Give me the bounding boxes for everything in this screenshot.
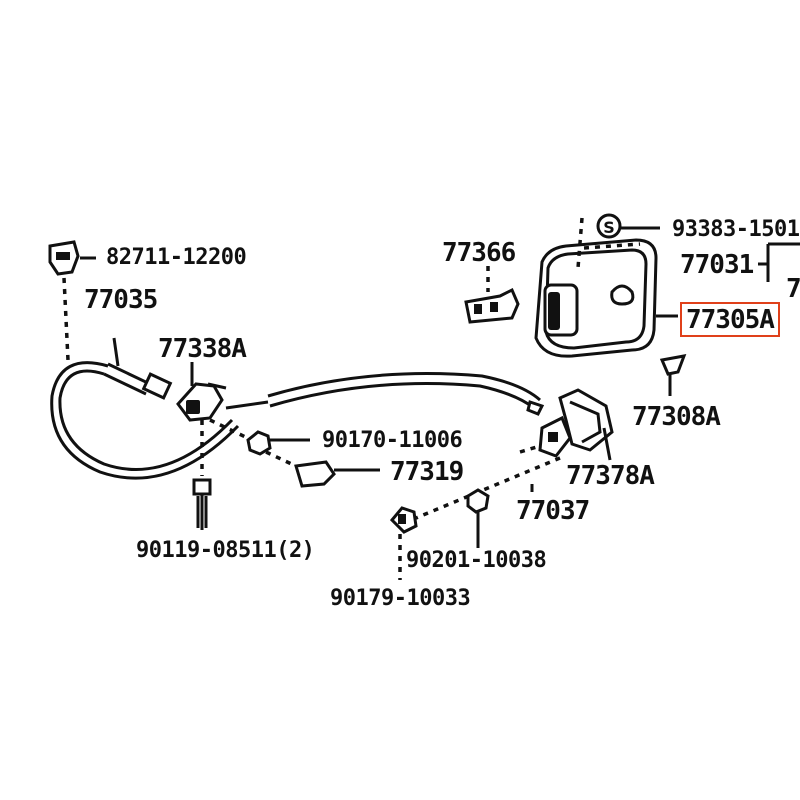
label-77308a: 77308A xyxy=(632,402,721,432)
clip-82711 xyxy=(48,240,96,361)
bolts-90201-90179 xyxy=(389,456,561,580)
latch-77378a xyxy=(519,388,614,461)
fasteners xyxy=(192,418,380,530)
hinge-part-77366 xyxy=(464,266,520,324)
label-93383-1501: 93383-1501 xyxy=(672,217,800,242)
label-77338a: 77338A xyxy=(158,334,247,364)
label-77366: 77366 xyxy=(442,238,516,268)
fuel-lid-assembly xyxy=(534,217,658,358)
screw-s-icon: S xyxy=(596,213,660,239)
label-77037: 77037 xyxy=(516,496,590,526)
label-90119-08511: 90119-08511(2) xyxy=(136,538,315,563)
lever-77338a xyxy=(176,362,227,422)
svg-text:S: S xyxy=(603,218,615,237)
release-cable-77035 xyxy=(50,337,240,480)
label-7-cut: 7 xyxy=(786,274,800,304)
label-77035: 77035 xyxy=(84,285,158,315)
label-77305a-highlighted[interactable]: 77305A xyxy=(680,302,780,337)
label-77378a: 77378A xyxy=(566,461,655,491)
label-90179-10033: 90179-10033 xyxy=(330,586,471,611)
label-90201-10038: 90201-10038 xyxy=(406,548,547,573)
label-77319: 77319 xyxy=(390,457,464,487)
long-cable xyxy=(225,372,545,416)
label-77031: 77031 xyxy=(680,250,754,280)
grommet-77308a xyxy=(659,354,687,396)
label-90170-11006: 90170-11006 xyxy=(322,428,463,453)
label-82711-12200: 82711-12200 xyxy=(106,245,247,270)
label-brackets xyxy=(656,242,800,318)
